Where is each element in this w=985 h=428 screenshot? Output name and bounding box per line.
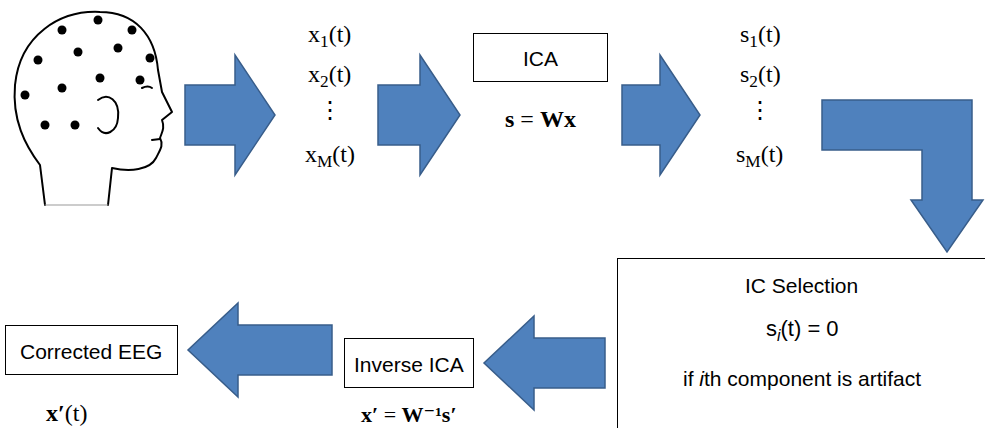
electrode: [128, 26, 137, 35]
text-run: i: [699, 367, 704, 390]
electrode: [146, 54, 155, 63]
signal-label: s1(t): [740, 20, 781, 51]
electrode: [21, 91, 30, 100]
output-box: Corrected EEGx′(t): [5, 325, 178, 375]
collar-line: [45, 205, 108, 206]
box-title: ICA: [523, 46, 558, 71]
block-arrow-connector: [188, 303, 332, 397]
text-run: x′: [361, 402, 378, 427]
block-arrow: [622, 55, 700, 175]
text-run: if: [683, 367, 699, 390]
text-run: s: [740, 61, 749, 87]
process-box: Inverse ICAx′ = W⁻¹s′: [344, 338, 474, 388]
text-run: x′: [46, 400, 65, 426]
text-run: i: [777, 327, 781, 344]
text-run: (t): [758, 21, 781, 47]
eye-mark: [142, 87, 152, 89]
head-illustration: [15, 12, 172, 205]
electrode: [114, 44, 123, 53]
bent-block-arrow: [822, 100, 983, 252]
box-title: Inverse ICA: [354, 352, 464, 377]
text-run: x: [308, 21, 320, 47]
electrode-dots: [21, 16, 155, 130]
text-run: 2: [320, 72, 329, 91]
rule-text: si(t) = 0: [766, 316, 839, 344]
selection-box: IC Selectionsi(t) = 0if ith component is…: [617, 258, 985, 428]
text-run: 1: [749, 32, 758, 51]
box-title: IC Selection: [745, 273, 858, 298]
text-run: th component is artifact: [704, 367, 921, 390]
equation: s = Wx: [505, 105, 576, 133]
text-run: s: [740, 21, 749, 47]
process-box: ICAs = Wx: [473, 33, 608, 82]
mouth-mark: [152, 139, 160, 140]
text-run: Wx: [540, 106, 576, 132]
signal-label: x1(t): [308, 20, 351, 51]
electrode: [58, 84, 67, 93]
text-run: =: [378, 402, 401, 427]
text-run: (t): [65, 400, 88, 426]
signal-label: s2(t): [740, 60, 781, 91]
text-run: 2: [749, 72, 758, 91]
electrode: [96, 74, 105, 83]
text-run: (t): [332, 141, 355, 167]
electrode: [71, 121, 80, 130]
signal-label: sM(t): [736, 140, 783, 171]
block-arrow: [185, 55, 275, 175]
equation: x′(t): [46, 399, 87, 427]
box-title: Corrected EEG: [20, 339, 162, 364]
text-run: (t): [329, 21, 352, 47]
rule-text: if ith component is artifact: [683, 366, 921, 391]
block-arrow: [378, 55, 460, 175]
text-run: (t): [329, 61, 352, 87]
block-arrows: [185, 55, 983, 252]
electrode: [58, 26, 67, 35]
signal-label: ⋮: [318, 96, 342, 124]
signal-label: ⋮: [748, 96, 772, 124]
text-run: (t) = 0: [781, 316, 839, 341]
equation: x′ = W⁻¹s′: [361, 402, 457, 428]
text-run: x: [305, 141, 317, 167]
electrode: [34, 56, 43, 65]
text-run: W⁻¹s′: [402, 402, 457, 427]
text-run: M: [745, 152, 760, 171]
text-run: M: [317, 152, 332, 171]
electrode: [136, 76, 145, 85]
text-run: x: [308, 61, 320, 87]
electrode: [74, 48, 83, 57]
signal-label: x2(t): [308, 60, 351, 91]
text-run: s: [736, 141, 745, 167]
block-arrow-connector: [484, 316, 605, 410]
text-run: (t): [761, 141, 784, 167]
ear-outline: [98, 97, 118, 133]
head-outline: [15, 12, 172, 205]
text-run: s: [505, 106, 514, 132]
text-run: 1: [320, 32, 329, 51]
electrode: [41, 121, 50, 130]
signal-label: xM(t): [305, 140, 355, 171]
electrode: [94, 16, 103, 25]
text-run: =: [514, 106, 540, 132]
text-run: (t): [758, 61, 781, 87]
text-run: s: [766, 316, 777, 341]
